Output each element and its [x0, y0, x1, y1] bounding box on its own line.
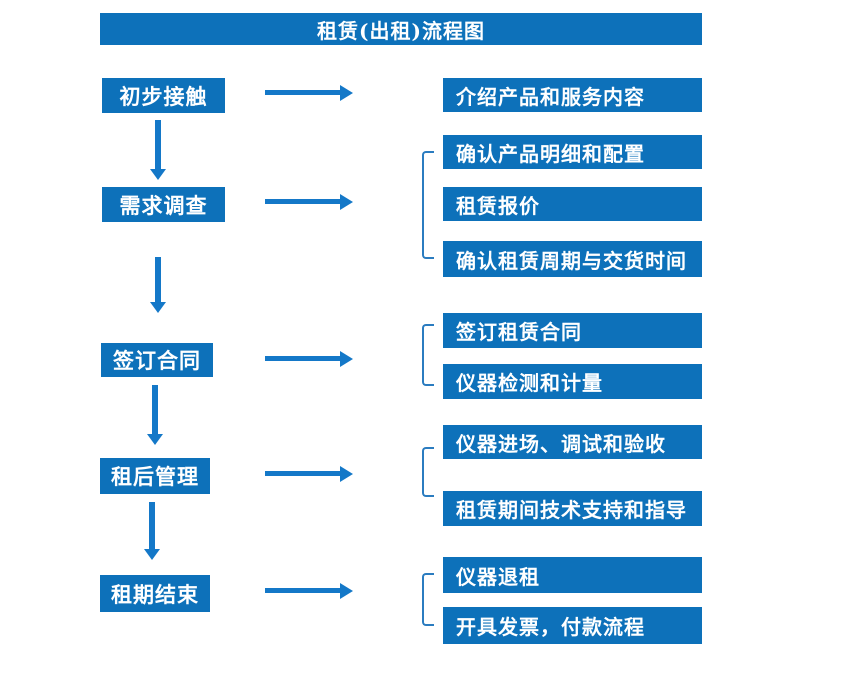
- detail-label: 租赁报价: [456, 193, 540, 218]
- down-arrow-icon-4: [149, 502, 155, 549]
- detail-label: 仪器进场、调试和验收: [456, 431, 666, 456]
- down-arrow-icon-1: [155, 120, 161, 169]
- step-label: 初步接触: [119, 83, 208, 109]
- step-box-sign-contract: 签订合同: [101, 343, 213, 377]
- step-label: 租期结束: [111, 581, 199, 607]
- detail-box-technical-support: 租赁期间技术支持和指导: [443, 491, 702, 526]
- detail-box-invoice-payment: 开具发票，付款流程: [443, 607, 702, 644]
- step-label: 签订合同: [113, 348, 201, 373]
- detail-label: 签订租赁合同: [456, 320, 582, 344]
- step-box-initial-contact: 初步接触: [102, 78, 225, 113]
- detail-label: 仪器退租: [456, 564, 540, 589]
- detail-box-instrument-setup-acceptance: 仪器进场、调试和验收: [443, 425, 702, 459]
- down-arrow-icon-2: [155, 257, 161, 302]
- group-bracket-post-rental: [422, 447, 434, 497]
- detail-label: 租赁期间技术支持和指导: [456, 498, 687, 522]
- detail-label: 开具发票，付款流程: [456, 615, 645, 639]
- right-arrow-icon-2: [265, 199, 340, 204]
- detail-box-confirm-period-delivery: 确认租赁周期与交货时间: [443, 241, 702, 277]
- step-box-post-rental-management: 租后管理: [100, 458, 210, 494]
- detail-box-introduce-products: 介绍产品和服务内容: [443, 78, 702, 112]
- detail-label: 仪器检测和计量: [456, 371, 603, 395]
- detail-label: 确认租赁周期与交货时间: [456, 248, 687, 273]
- step-box-demand-survey: 需求调查: [102, 187, 225, 222]
- title-bar: 租赁(出租)流程图: [100, 13, 702, 45]
- detail-box-sign-rental-contract: 签订租赁合同: [443, 313, 702, 348]
- step-box-rental-end: 租期结束: [100, 575, 210, 612]
- detail-box-rental-quote: 租赁报价: [443, 187, 702, 221]
- right-arrow-icon-3: [265, 356, 340, 361]
- group-bracket-rental-end: [422, 573, 434, 626]
- detail-label: 确认产品明细和配置: [456, 141, 645, 166]
- right-arrow-icon-4: [265, 471, 340, 476]
- step-label: 租后管理: [111, 464, 199, 489]
- right-arrow-icon-5: [265, 588, 340, 593]
- detail-box-instrument-testing: 仪器检测和计量: [443, 364, 702, 399]
- down-arrow-icon-3: [152, 385, 158, 434]
- detail-box-confirm-product-config: 确认产品明细和配置: [443, 135, 702, 169]
- group-bracket-demand-survey: [422, 151, 434, 259]
- group-bracket-sign-contract: [422, 324, 434, 386]
- page-title: 租赁(出租)流程图: [317, 18, 485, 43]
- step-label: 需求调查: [119, 192, 208, 218]
- detail-box-instrument-return: 仪器退租: [443, 557, 702, 593]
- detail-label: 介绍产品和服务内容: [456, 84, 645, 109]
- right-arrow-icon-1: [265, 90, 340, 95]
